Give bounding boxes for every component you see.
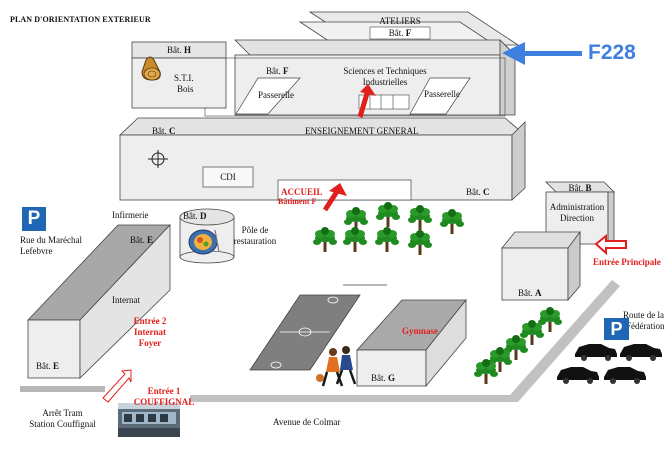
entree1-line1: Entrée 1 xyxy=(147,386,181,396)
bat-g-building xyxy=(356,298,467,388)
sports-field xyxy=(249,294,361,371)
entree1-arrow xyxy=(102,369,132,403)
internat-label: Internat xyxy=(112,295,140,305)
rue-line1: Rue du Maréchal xyxy=(20,235,82,245)
passerelle-left-label: Passerelle xyxy=(258,90,294,100)
sti-label-line1: Sciences et Techniques xyxy=(343,66,427,76)
red-arrow-sti xyxy=(357,84,376,118)
car-icon xyxy=(557,344,662,384)
tree-cluster-center xyxy=(313,202,464,255)
bat-c-building xyxy=(118,117,527,201)
sti-label-line2: Industrielles xyxy=(362,77,408,87)
tram-line1: Arrêt Tram xyxy=(42,408,83,418)
gymnase-label: Gymnase xyxy=(402,326,438,336)
red-arrow-accueil xyxy=(322,183,347,212)
bat-d-label: Bât. D xyxy=(183,211,207,221)
enseignement-label: ENSEIGNEMENT GENERAL xyxy=(305,126,419,136)
accueil-label: ACCUEIL xyxy=(281,187,323,197)
bat-h-line2: Bois xyxy=(177,84,194,94)
bat-g-label: Bât. G xyxy=(371,373,396,383)
bat-b-line1: Administration xyxy=(549,202,605,212)
rue-line2: Lefebvre xyxy=(20,246,53,256)
parking-sign-right: P xyxy=(604,318,629,340)
f228-label: F228 xyxy=(588,41,636,64)
passerelle-right-label: Passerelle xyxy=(424,89,460,99)
bat-c-right-label: Bât. C xyxy=(466,187,490,197)
bat-h-label: Bât. H xyxy=(166,45,191,55)
bat-a-building xyxy=(501,230,581,302)
compass-target-icon xyxy=(148,150,168,168)
entree-principale-arrow xyxy=(594,233,627,256)
passerelle-left xyxy=(235,77,301,115)
bat-b-label: Bât. B xyxy=(568,183,592,193)
bat-b-line2: Direction xyxy=(560,213,594,223)
route-line1: Route de la xyxy=(623,310,664,320)
route-line2: Fédération xyxy=(626,321,665,331)
pole-line1: Pôle de xyxy=(241,225,269,235)
tram-photo xyxy=(118,403,180,437)
sti-bat: Bât. F xyxy=(266,66,289,76)
wood-log-icon xyxy=(141,56,161,81)
entree1-line2: COUFFIGNAL xyxy=(133,397,195,407)
bat-c-left-label: Bât. C xyxy=(152,126,176,136)
bat-e-building xyxy=(27,223,171,379)
road-left xyxy=(20,386,105,392)
entree2-line2: Internat xyxy=(134,327,166,337)
map-title: PLAN D'ORIENTATION EXTERIEUR xyxy=(10,15,151,24)
avenue-label: Avenue de Colmar xyxy=(273,417,341,427)
passerelle-right xyxy=(409,77,471,115)
entree2-line3: Foyer xyxy=(138,338,162,348)
pole-line2: restauration xyxy=(233,236,277,246)
parking-sign-left: P xyxy=(22,207,46,231)
bat-h-line1: S.T.I. xyxy=(174,73,194,83)
food-plate-icon xyxy=(188,229,220,255)
bat-e-top-label: Bât. E xyxy=(130,235,154,245)
bat-a-label: Bât. A xyxy=(518,288,542,298)
entree2-line1: Entrée 2 xyxy=(133,316,167,326)
accueil-sublabel: Bâtiment F xyxy=(278,197,317,206)
athletes-icon xyxy=(316,346,357,387)
entree-principale-label: Entrée Principale xyxy=(593,257,661,267)
infirmerie-label: Infirmerie xyxy=(112,210,149,220)
bat-e-bottom-label: Bât. E xyxy=(36,361,60,371)
tram-line2: Station Couffignal xyxy=(29,419,96,429)
tree-cluster-right xyxy=(474,307,562,384)
cdi-label: CDI xyxy=(220,172,236,182)
ateliers-label: ATELIERS xyxy=(379,16,421,26)
ateliers-bat: Bât. F xyxy=(388,28,412,38)
f228-arrow xyxy=(502,42,582,65)
